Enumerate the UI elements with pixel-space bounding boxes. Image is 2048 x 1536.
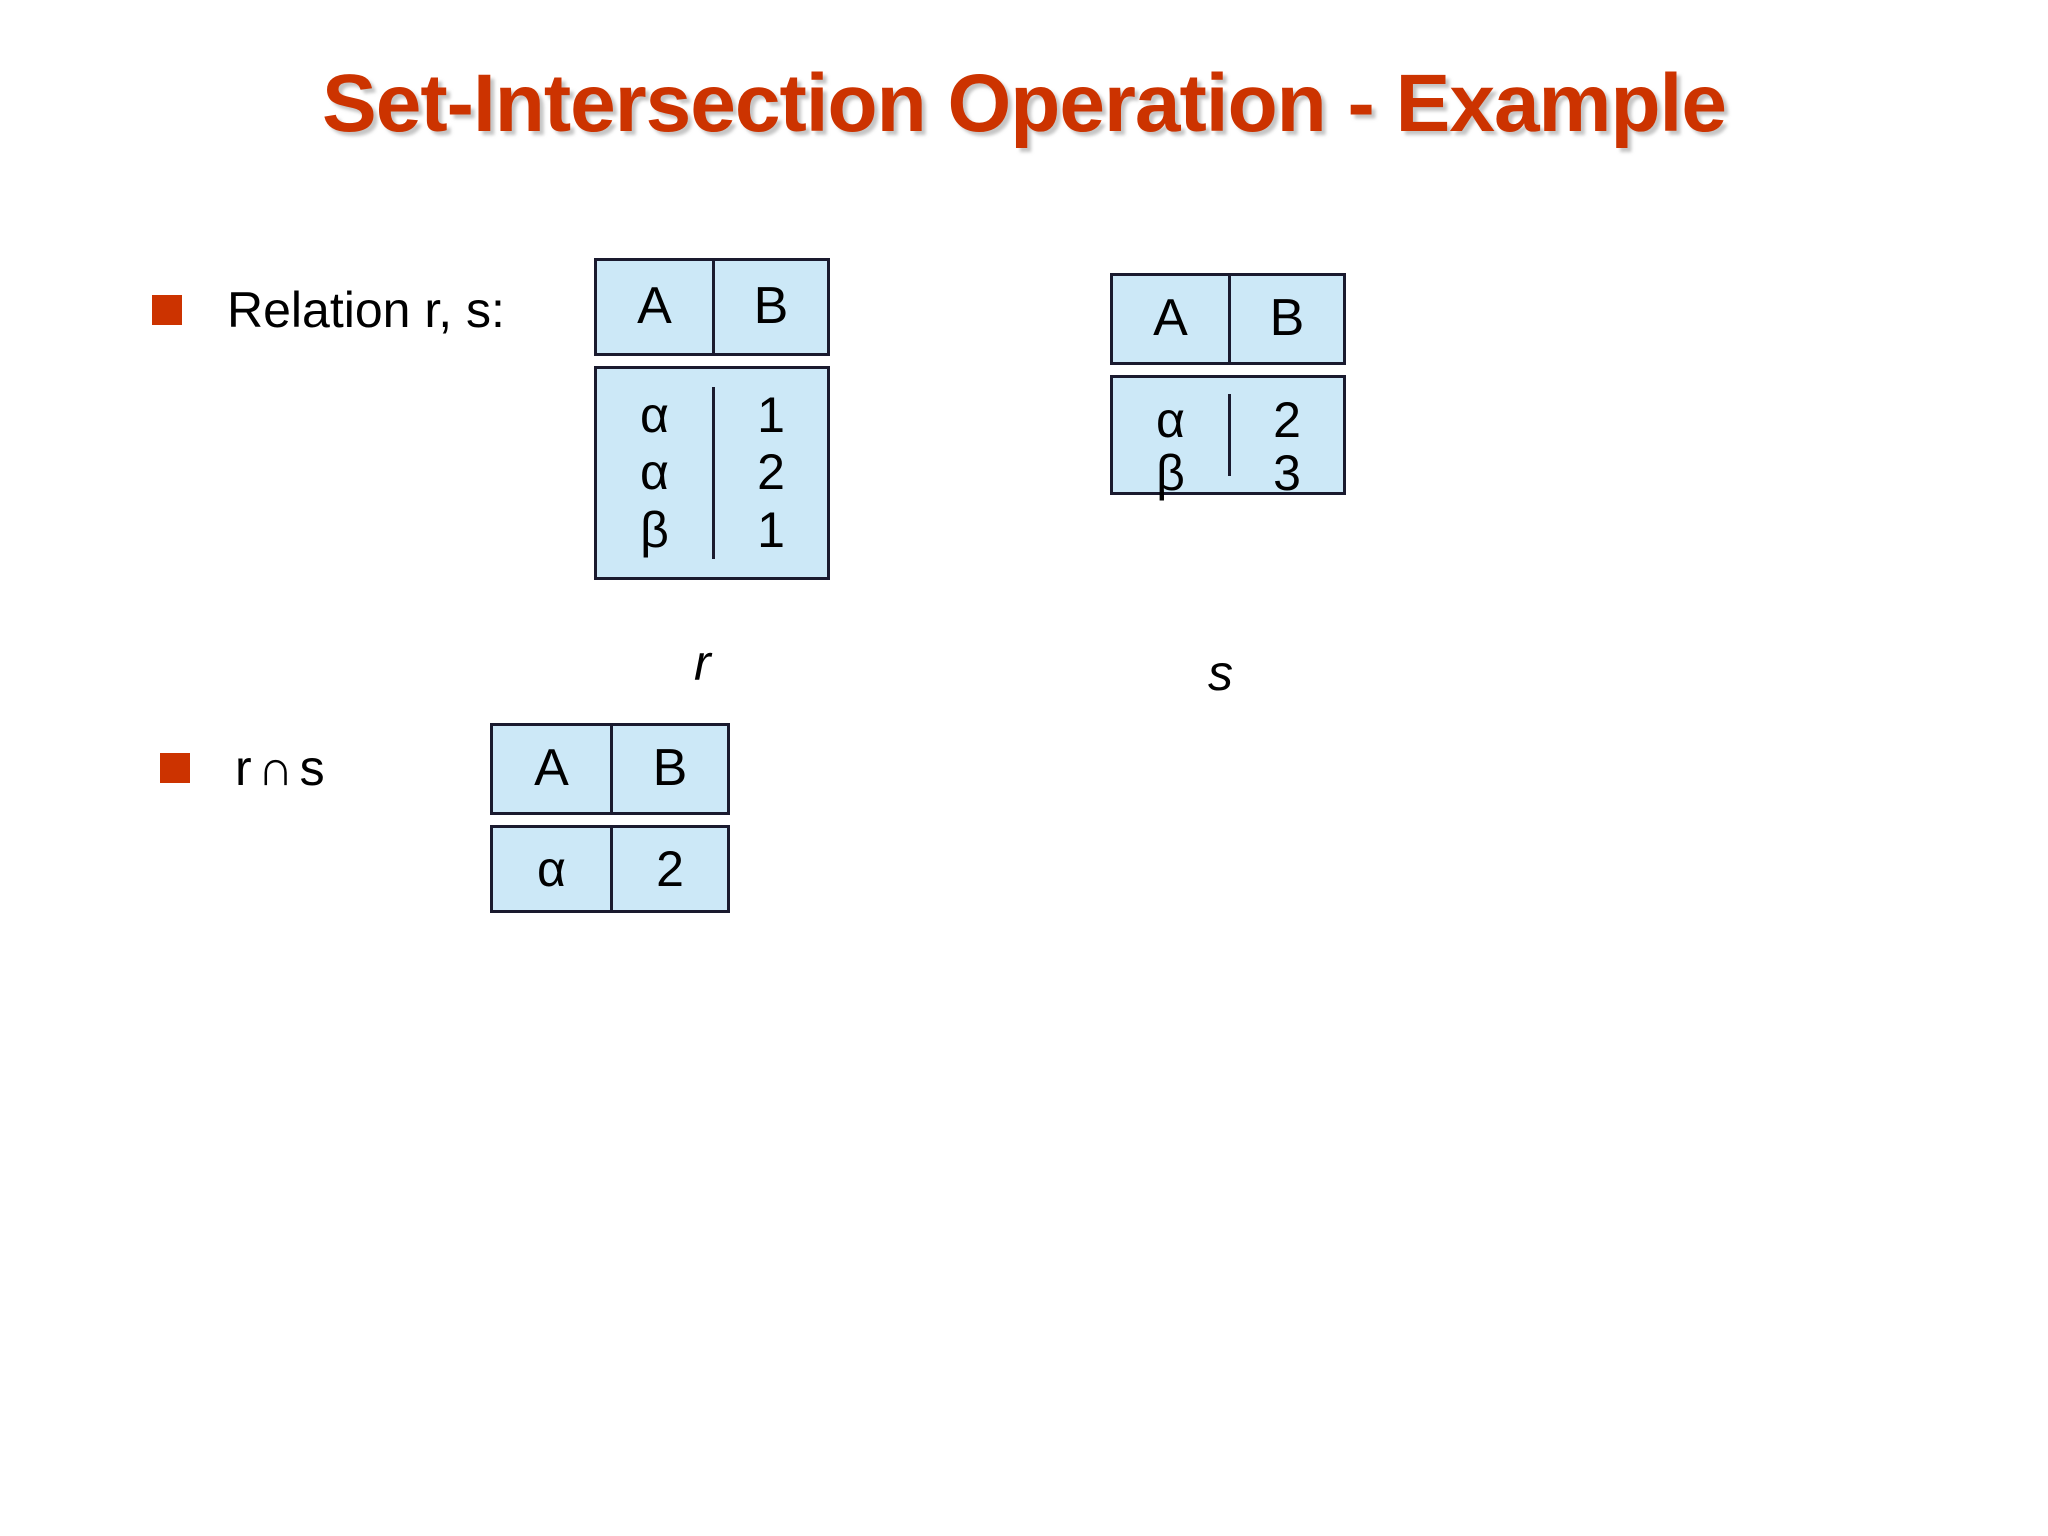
table-cell: 2 (1273, 392, 1301, 448)
relation-table-result: A B α 2 (490, 723, 730, 913)
table-cell: α (537, 840, 566, 897)
column-header-b: B (652, 739, 688, 798)
column-header-b: B (753, 277, 789, 336)
table-cell: 2 (757, 444, 785, 501)
table-cell: α (640, 387, 669, 444)
table-cell: 2 (656, 840, 684, 897)
table-cell: α (1156, 392, 1185, 448)
bullet-item-intersection: r∩s (160, 740, 325, 796)
table-s-body: α β 2 3 (1110, 375, 1346, 500)
column-header-a: A (637, 277, 672, 336)
table-result-header-col-a: A (493, 726, 610, 812)
bullet-square-icon (160, 753, 190, 783)
bullet-square-icon (152, 295, 182, 325)
bullet-label-relation: Relation r, s: (227, 282, 505, 338)
relation-name-label-s: s (1208, 645, 1233, 701)
table-result-body: α 2 (490, 825, 730, 913)
table-cell: 1 (757, 387, 785, 444)
intersection-operator-icon: ∩ (257, 740, 294, 796)
relation-table-r: A B α α β 1 2 1 (594, 258, 830, 580)
table-result-header: A B (490, 723, 730, 815)
table-cell: 1 (757, 501, 785, 558)
table-s-body-col-b: 2 3 (1228, 392, 1343, 500)
table-s-header: A B (1110, 273, 1346, 365)
column-header-a: A (534, 739, 569, 798)
table-r-body: α α β 1 2 1 (594, 366, 830, 580)
table-result-body-col-a: α (493, 828, 610, 910)
table-result-body-col-b: 2 (610, 828, 727, 910)
table-s-body-col-a: α β (1113, 392, 1228, 500)
page-title: Set-Intersection Operation - Example (322, 58, 1727, 149)
bullet-label-intersection: r∩s (235, 740, 325, 796)
column-header-b: B (1269, 289, 1305, 348)
table-r-body-col-b: 1 2 1 (712, 387, 827, 559)
table-result-header-col-b: B (610, 726, 727, 812)
table-cell: 3 (1273, 445, 1301, 501)
table-r-header: A B (594, 258, 830, 356)
bullet-item-relation: Relation r, s: (152, 282, 505, 338)
relation-name-label-r: r (694, 635, 711, 691)
table-r-header-col-a: A (597, 261, 712, 353)
relation-table-s: A B α β 2 3 (1110, 273, 1346, 500)
operand-left: r (235, 740, 252, 796)
table-cell: β (640, 501, 669, 558)
operand-right: s (299, 740, 325, 796)
table-r-body-col-a: α α β (597, 387, 712, 559)
table-cell: β (1156, 445, 1185, 501)
table-s-header-col-b: B (1228, 276, 1343, 362)
table-cell: α (640, 444, 669, 501)
column-header-a: A (1153, 289, 1188, 348)
table-s-header-col-a: A (1113, 276, 1228, 362)
table-r-header-col-b: B (712, 261, 827, 353)
